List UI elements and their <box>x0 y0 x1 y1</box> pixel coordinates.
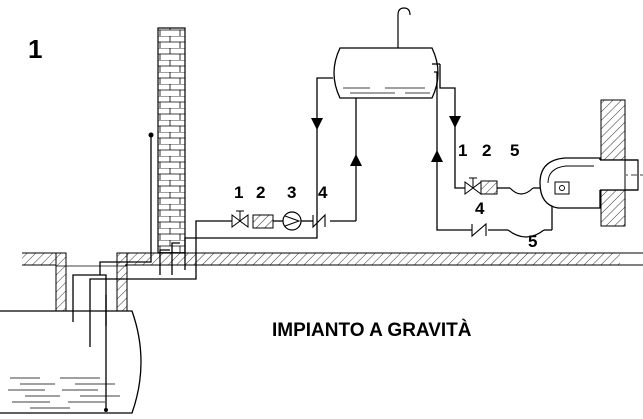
right-label-5: 5 <box>510 141 519 160</box>
return-check-valve-4 <box>471 222 487 238</box>
underground-tank <box>0 274 142 414</box>
left-check-valve-4 <box>312 213 326 229</box>
figure-number: 1 <box>28 34 42 64</box>
right-label-1: 1 <box>458 141 467 160</box>
chimney <box>157 27 186 254</box>
return-flex-hose-5 <box>507 229 545 238</box>
left-valve-1 <box>231 210 249 228</box>
return-label-4: 4 <box>475 199 485 218</box>
overflow-return-pipe <box>184 77 333 270</box>
right-filter-2 <box>480 180 498 195</box>
left-label-2: 2 <box>256 183 265 202</box>
left-pump-3 <box>282 211 302 231</box>
floor-slab <box>22 252 643 266</box>
diagram-title: IMPIANTO A GRAVITÀ <box>272 319 472 341</box>
return-label-5: 5 <box>528 232 537 251</box>
left-label-1: 1 <box>234 183 243 202</box>
right-flex-hose-5 <box>509 187 534 195</box>
left-label-3: 3 <box>287 183 296 202</box>
extra-pipe <box>159 242 180 275</box>
daily-tank <box>333 7 440 99</box>
right-label-2: 2 <box>482 141 491 160</box>
left-filter-2 <box>252 214 274 229</box>
burner <box>539 157 643 209</box>
burner-supply-pipe <box>439 64 510 189</box>
vent-pipe <box>99 132 154 275</box>
left-label-4: 4 <box>318 183 328 202</box>
right-valve-1 <box>464 177 482 195</box>
burner-return-pipe <box>431 71 553 231</box>
boiler-wall <box>599 99 638 227</box>
